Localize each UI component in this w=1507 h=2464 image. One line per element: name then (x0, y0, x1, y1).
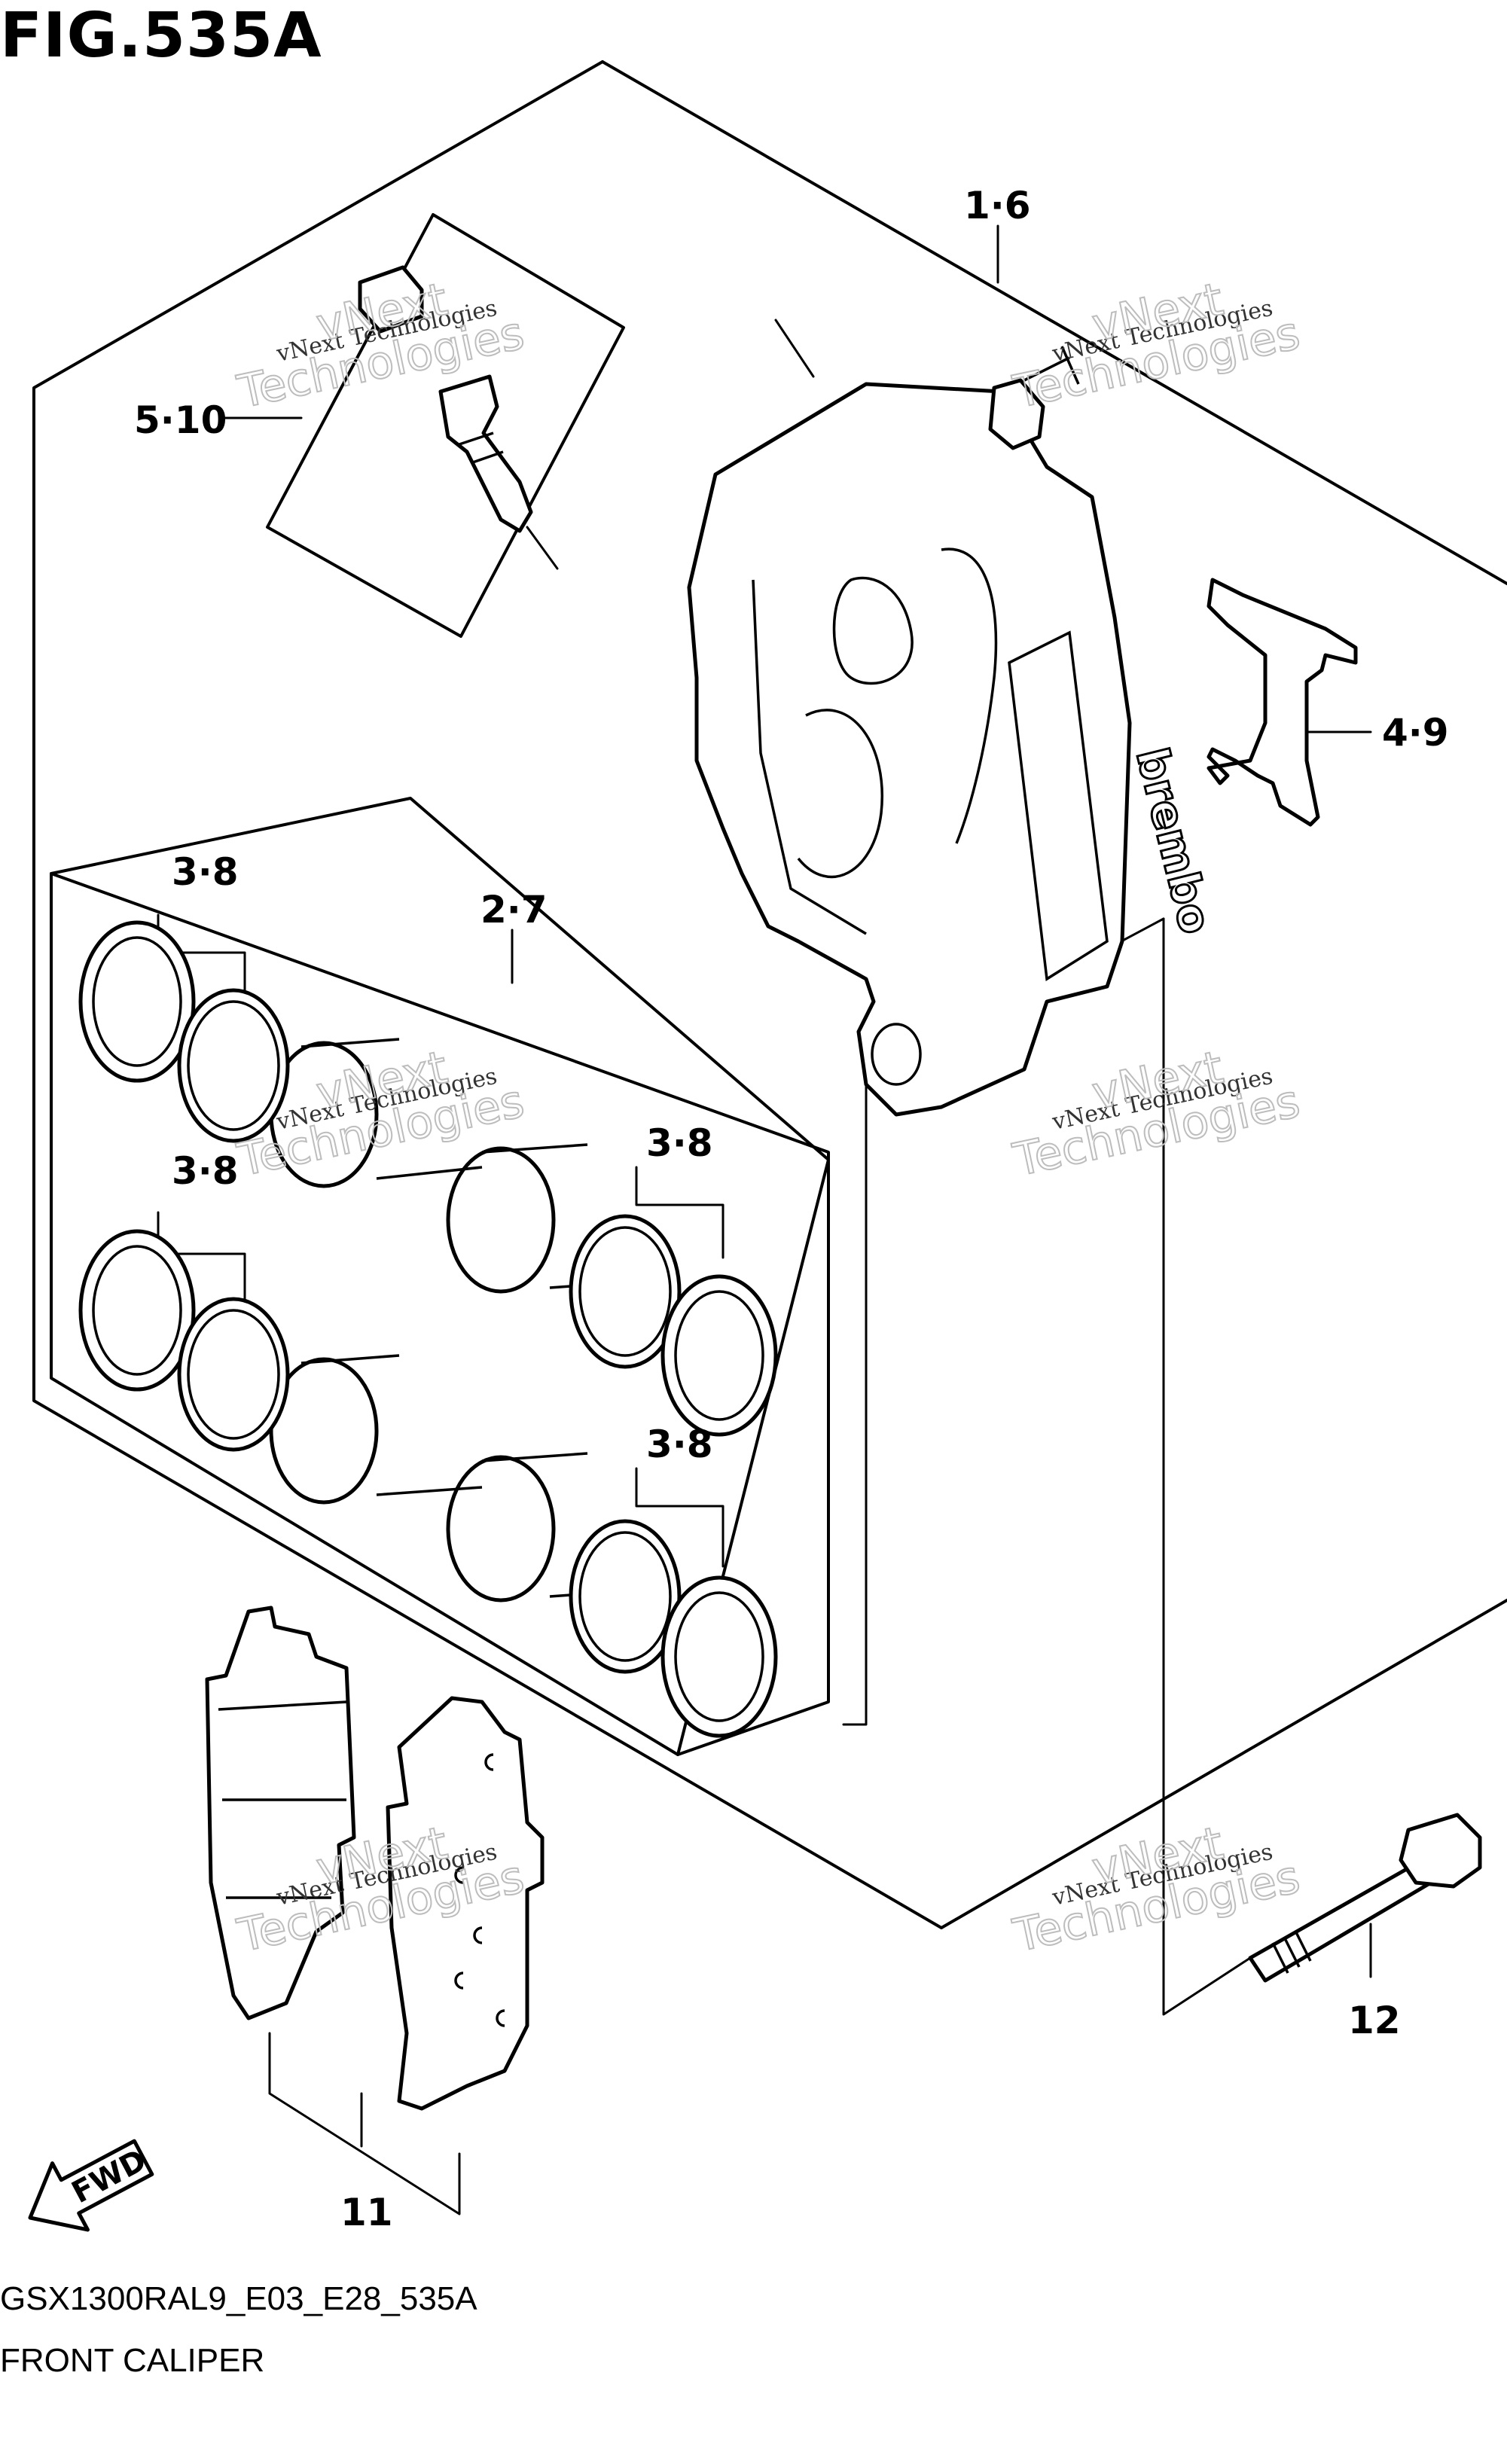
section-name: FRONT CALIPER (0, 2342, 265, 2379)
callout-11: 11 (340, 2191, 393, 2234)
callout-3-8: 3·8 (646, 1423, 713, 1466)
pistons (269, 1038, 656, 1603)
brembo-marking: brembo (1126, 743, 1222, 938)
forward-arrow-icon: FWD (28, 2139, 154, 2232)
callout-5-10: 5·10 (134, 398, 227, 442)
pin-bolt (1248, 1813, 1482, 1983)
brake-pads (205, 1606, 545, 2111)
piston-subframe (50, 797, 830, 1756)
callout-4-9: 4·9 (1382, 711, 1449, 755)
callout-2-7: 2·7 (480, 888, 548, 932)
callout-12: 12 (1348, 1999, 1401, 2042)
callout-1-6: 1·6 (964, 184, 1031, 227)
leader-lines (157, 224, 1372, 2215)
seals (78, 920, 778, 1738)
figure-title: FIG.535A (0, 0, 322, 72)
callout-labels: 1·6 5·10 4·9 2·7 3·8 3·8 3·8 3·8 11 12 (134, 184, 1449, 2234)
callout-3-8: 3·8 (172, 850, 239, 894)
model-code: GSX1300RAL9_E03_E28_535A (0, 2280, 477, 2317)
caliper-body: brembo (687, 346, 1223, 1117)
callout-3-8: 3·8 (172, 1149, 239, 1193)
bleeder-valve (358, 265, 559, 570)
callout-3-8: 3·8 (646, 1121, 713, 1165)
pad-spring (1207, 578, 1358, 827)
assembly-frame (32, 60, 1507, 1929)
